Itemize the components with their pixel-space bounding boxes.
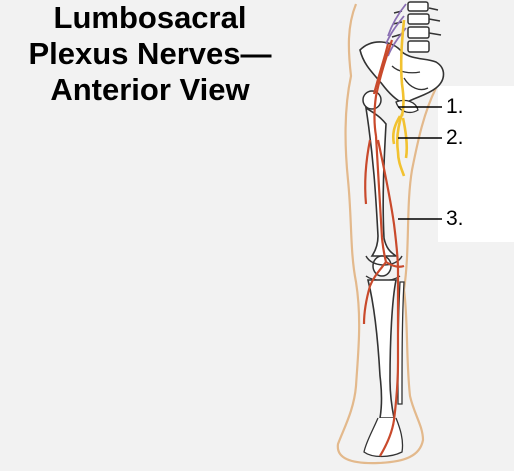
title-line-1: Lumbosacral bbox=[53, 0, 247, 35]
title-line-3: Anterior View bbox=[50, 72, 250, 107]
callout-label-3: 3. bbox=[446, 207, 464, 230]
pelvic-inlet bbox=[391, 65, 429, 91]
diagram-title: Lumbosacral Plexus Nerves— Anterior View bbox=[0, 0, 300, 108]
femur bbox=[364, 106, 399, 257]
lumbar-spine bbox=[391, 1, 442, 53]
title-line-2: Plexus Nerves— bbox=[28, 36, 272, 71]
femoral-nerve bbox=[362, 39, 405, 457]
leg-skin-outline bbox=[336, 3, 437, 465]
label-panel bbox=[438, 86, 514, 242]
femoral-head bbox=[362, 90, 382, 110]
callout-label-2: 2. bbox=[446, 126, 464, 149]
callout-label-1: 1. bbox=[446, 95, 464, 118]
tibia bbox=[366, 279, 397, 419]
callout-leader-lines bbox=[398, 106, 442, 220]
